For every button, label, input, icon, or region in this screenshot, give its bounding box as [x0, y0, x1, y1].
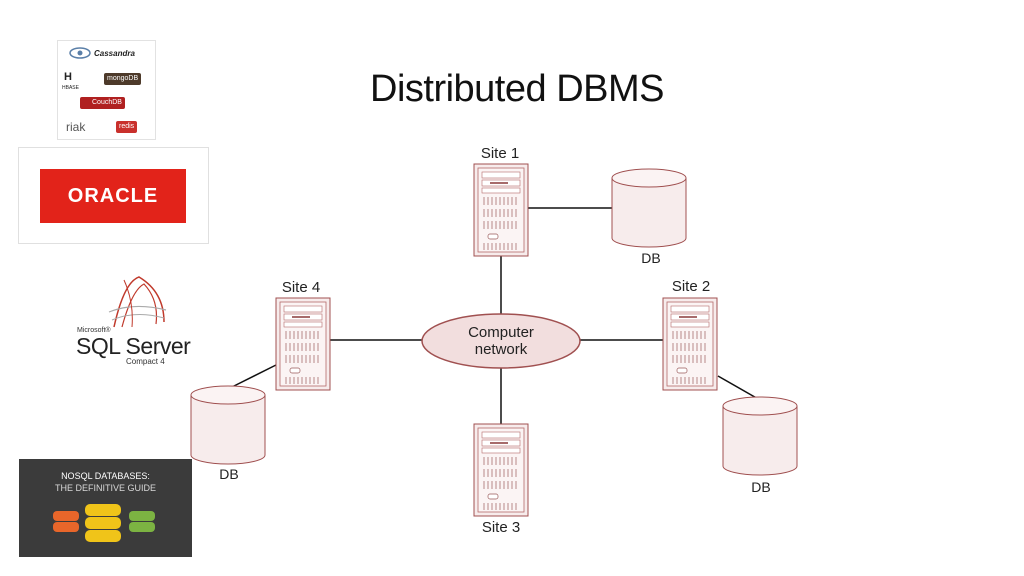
- sql-server-swirl-icon: [108, 276, 167, 328]
- site2-db-label: DB: [751, 479, 770, 495]
- site3-label: Site 3: [482, 519, 520, 536]
- site4-db-label: DB: [219, 466, 238, 482]
- site2-label: Site 2: [672, 278, 710, 295]
- cassandra-logo-icon: [69, 47, 91, 59]
- hbase-label: HBASE: [62, 85, 79, 91]
- site1-server-icon: [473, 163, 529, 257]
- link-site4-db: [229, 364, 277, 389]
- site4-server-icon: [275, 297, 331, 391]
- site2-server-icon: [662, 297, 718, 391]
- oracle-logo: ORACLE: [40, 169, 186, 223]
- computer-network-node: [421, 313, 581, 369]
- network-label-line1: Computer: [468, 324, 534, 341]
- book-title-line1: NOSQL DATABASES:: [61, 471, 150, 481]
- nosql-logos-panel: Cassandra H HBASE mongoDB CouchDB riak r…: [57, 40, 156, 140]
- redis-label: redis: [116, 121, 138, 133]
- database-stack-icon: [53, 504, 155, 542]
- nosql-book-cover: NOSQL DATABASES: THE DEFINITIVE GUIDE: [19, 459, 192, 557]
- couchdb-label: CouchDB: [80, 97, 125, 109]
- site1-database-icon: [611, 168, 687, 248]
- cassandra-label: Cassandra: [94, 49, 135, 58]
- site3-server-icon: [473, 423, 529, 517]
- book-title-line2: THE DEFINITIVE GUIDE: [54, 483, 156, 493]
- connection-lines: [229, 207, 761, 424]
- site1-db-label: DB: [641, 250, 660, 266]
- sql-server-vendor: Microsoft®: [77, 327, 111, 334]
- slide-title: Distributed DBMS: [370, 68, 664, 110]
- hbase-glyph-icon: H: [64, 71, 72, 83]
- network-label-line2: network: [475, 341, 528, 358]
- site2-database-icon: [722, 396, 798, 476]
- site4-database-icon: [190, 385, 266, 465]
- sql-server-name: SQL Server: [76, 333, 191, 359]
- mongodb-label: mongoDB: [104, 73, 142, 85]
- sql-server-edition: Compact 4: [126, 357, 165, 366]
- oracle-logo-frame: ORACLE: [18, 147, 209, 244]
- link-site2-db: [717, 375, 761, 401]
- riak-label: riak: [66, 120, 86, 134]
- site4-label: Site 4: [282, 279, 320, 296]
- site1-label: Site 1: [481, 145, 519, 162]
